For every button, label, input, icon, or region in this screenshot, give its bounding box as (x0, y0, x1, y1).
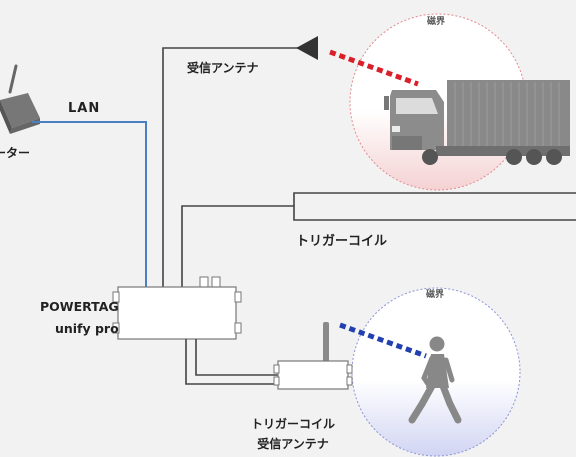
powertag-label: POWERTAG unify pro (40, 296, 119, 340)
magnetic-field-bottom-label: 磁界 (426, 290, 445, 300)
trigger-receiver-label-line1: トリガーコイル (251, 417, 336, 431)
antenna-cable (162, 47, 300, 287)
powertag-device-icon (112, 276, 242, 340)
powertag-label-line1: POWERTAG (40, 299, 119, 314)
router-label: ーター (0, 146, 31, 160)
trigger-coil-label: トリガーコイル (296, 234, 388, 249)
trigger-receiver-cable-2 (195, 339, 278, 376)
trigger-receiver-label: トリガーコイル 受信アンテナ (251, 414, 335, 454)
magnetic-field-top-label: 磁界 (427, 17, 446, 27)
trigger-coil-loop (293, 192, 576, 206)
trigger-receiver-label-line2: 受信アンテナ (257, 437, 329, 451)
antenna-icon (296, 36, 318, 60)
receiver-antenna-label: 受信アンテナ (187, 61, 259, 75)
trigger-receiver-cable (185, 339, 278, 385)
lan-label: LAN (68, 101, 101, 116)
truck-icon (384, 80, 570, 165)
lan-cable (32, 121, 147, 287)
signal-blue (339, 322, 427, 359)
signal-red (329, 49, 419, 87)
walking-person-icon (408, 336, 462, 424)
powertag-label-line2: unify pro (54, 321, 119, 336)
trigger-receiver-icon (273, 322, 353, 390)
router-icon (0, 64, 40, 134)
